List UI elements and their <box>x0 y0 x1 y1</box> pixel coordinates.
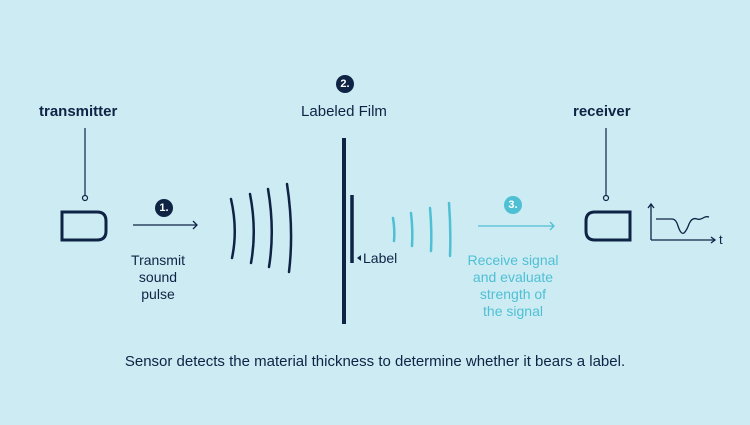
receive-caption-line: the signal <box>483 303 543 319</box>
transmit-caption-line: pulse <box>141 286 175 302</box>
transmitter-label: transmitter <box>39 103 118 120</box>
footer-caption: Sensor detects the material thickness to… <box>124 353 626 370</box>
receiver-leader <box>602 128 610 202</box>
step-1-badge: 1. <box>155 199 173 217</box>
reflected-waves-icon <box>391 201 452 258</box>
sound-waves-icon <box>229 182 293 274</box>
receive-caption: Receive signal and evaluate strength of … <box>450 252 576 320</box>
signal-graph-icon <box>647 202 717 244</box>
receive-caption-line: Receive signal <box>467 252 559 268</box>
label-pointer-icon <box>357 255 361 261</box>
transmit-arrow <box>133 220 198 230</box>
transmitter-leader <box>81 128 89 202</box>
graph-time-axis-label: t <box>719 232 723 247</box>
transmit-caption-line: sound <box>138 269 178 285</box>
step-3-badge: 3. <box>504 196 522 214</box>
transmit-caption: Transmit sound pulse <box>118 252 198 303</box>
transmitter-icon <box>60 210 108 242</box>
receiver-label: receiver <box>573 103 631 120</box>
receive-caption-line: and evaluate <box>472 269 554 285</box>
receive-caption-line: strength of <box>479 286 547 302</box>
receiver-icon <box>584 210 632 242</box>
film-title: Labeled Film <box>301 103 387 120</box>
label-pointer-text: Label <box>363 250 398 266</box>
transmit-caption-line: Transmit <box>131 252 185 268</box>
receive-arrow <box>478 221 555 231</box>
step-2-badge: 2. <box>336 75 354 93</box>
